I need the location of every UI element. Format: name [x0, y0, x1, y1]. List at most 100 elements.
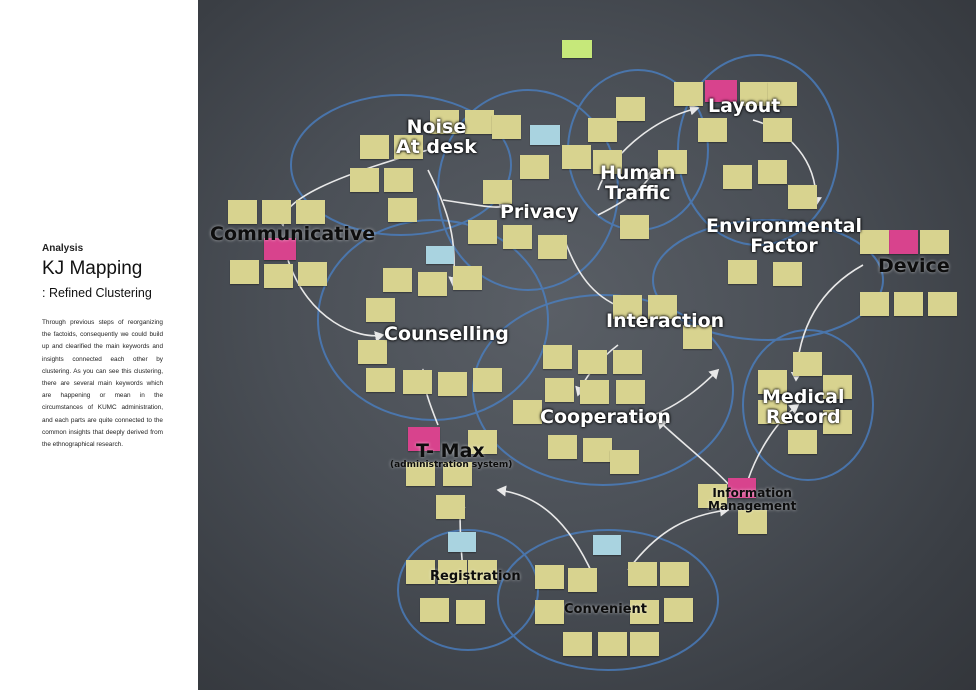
sticky-note	[728, 260, 757, 284]
sticky-note	[296, 200, 325, 224]
sticky-note	[613, 295, 642, 319]
sticky-note	[262, 200, 291, 224]
keyword-communicative: Communicative	[210, 223, 376, 245]
sticky-note	[683, 325, 712, 349]
sticky-note	[628, 562, 657, 586]
sticky-note	[664, 598, 693, 622]
sticky-note	[535, 565, 564, 589]
arrow	[442, 199, 510, 214]
keyword-layout: Layout	[708, 95, 781, 117]
sticky-note	[588, 118, 617, 142]
sticky-note	[228, 200, 257, 224]
sticky-note	[928, 292, 957, 316]
sticky-note	[723, 165, 752, 189]
sticky-note	[630, 600, 659, 624]
sticky-note	[230, 260, 259, 284]
sticky-note	[403, 370, 432, 394]
sticky-note	[350, 168, 379, 192]
sticky-note	[530, 125, 560, 145]
sticky-note	[548, 435, 577, 459]
sticky-note	[538, 235, 567, 259]
sticky-note	[408, 427, 440, 451]
sticky-note	[383, 268, 412, 292]
sticky-note	[418, 272, 447, 296]
sticky-note	[438, 372, 467, 396]
sticky-note	[698, 118, 727, 142]
sticky-note	[758, 370, 787, 394]
keyword-noise-at-desk: Noise At desk	[396, 116, 477, 158]
arrow	[287, 259, 385, 343]
keyword-information-management: Information Management	[708, 486, 797, 513]
sticky-note	[674, 82, 703, 106]
sticky-note	[568, 568, 597, 592]
keyword-tmax-subtitle: (administration system)	[390, 460, 513, 470]
whiteboard-photo: Noise At desk Layout Human Traffic Priva…	[198, 0, 976, 690]
sticky-note	[430, 110, 459, 134]
sidebar: Analysis KJ Mapping : Refined Clustering…	[0, 0, 198, 690]
sticky-note	[436, 495, 465, 519]
sticky-note	[406, 462, 435, 486]
cluster-outline	[397, 529, 539, 651]
sticky-note	[366, 368, 395, 392]
sticky-note	[593, 535, 621, 555]
sticky-note	[264, 264, 293, 288]
sticky-note	[788, 430, 817, 454]
sticky-note	[860, 230, 889, 254]
sticky-note	[443, 462, 472, 486]
keyword-interaction: Interaction	[606, 310, 725, 332]
sticky-note	[503, 225, 532, 249]
section-label: Analysis	[42, 243, 84, 254]
sticky-note	[705, 80, 737, 102]
sticky-note	[593, 150, 622, 174]
keyword-medical-record: Medical Record	[762, 386, 845, 428]
sticky-note	[468, 220, 497, 244]
cluster-outline	[742, 329, 874, 481]
sticky-note	[264, 238, 296, 260]
sticky-note	[583, 438, 612, 462]
sticky-note	[492, 115, 521, 139]
arrow	[597, 168, 656, 216]
sticky-note	[616, 97, 645, 121]
sticky-note	[888, 230, 918, 254]
sticky-note	[728, 478, 756, 498]
sticky-note	[426, 246, 454, 264]
arrow	[627, 505, 730, 571]
keyword-cooperation: Cooperation	[540, 406, 671, 428]
sticky-note	[740, 82, 769, 106]
sticky-note	[793, 352, 822, 376]
sticky-note	[758, 160, 787, 184]
sticky-note	[468, 430, 497, 454]
cluster-outline	[317, 219, 549, 421]
page-subtitle: : Refined Clustering	[42, 286, 152, 300]
sticky-note	[420, 598, 449, 622]
sticky-note	[448, 532, 476, 552]
sticky-note	[788, 185, 817, 209]
sticky-note	[758, 400, 787, 424]
sticky-note	[738, 510, 767, 534]
sticky-note	[610, 450, 639, 474]
keyword-human-traffic: Human Traffic	[600, 162, 676, 204]
sticky-note	[598, 632, 627, 656]
sticky-note	[360, 135, 389, 159]
sticky-note	[384, 168, 413, 192]
sticky-note	[578, 350, 607, 374]
sticky-note	[768, 82, 797, 106]
keyword-device: Device	[878, 255, 950, 277]
keyword-registration: Registration	[430, 569, 521, 584]
sticky-note	[520, 155, 549, 179]
sticky-note	[563, 632, 592, 656]
sticky-note	[920, 230, 949, 254]
sticky-note	[620, 215, 649, 239]
sticky-note	[513, 400, 542, 424]
sticky-note	[562, 40, 592, 58]
sticky-note	[456, 600, 485, 624]
sticky-note	[823, 375, 852, 399]
sticky-note	[438, 560, 467, 584]
sticky-note	[406, 560, 435, 584]
sticky-note	[543, 345, 572, 369]
arrow	[496, 485, 594, 576]
sticky-note	[580, 380, 609, 404]
sticky-note	[483, 180, 512, 204]
sticky-note	[562, 145, 591, 169]
sticky-note	[388, 198, 417, 222]
